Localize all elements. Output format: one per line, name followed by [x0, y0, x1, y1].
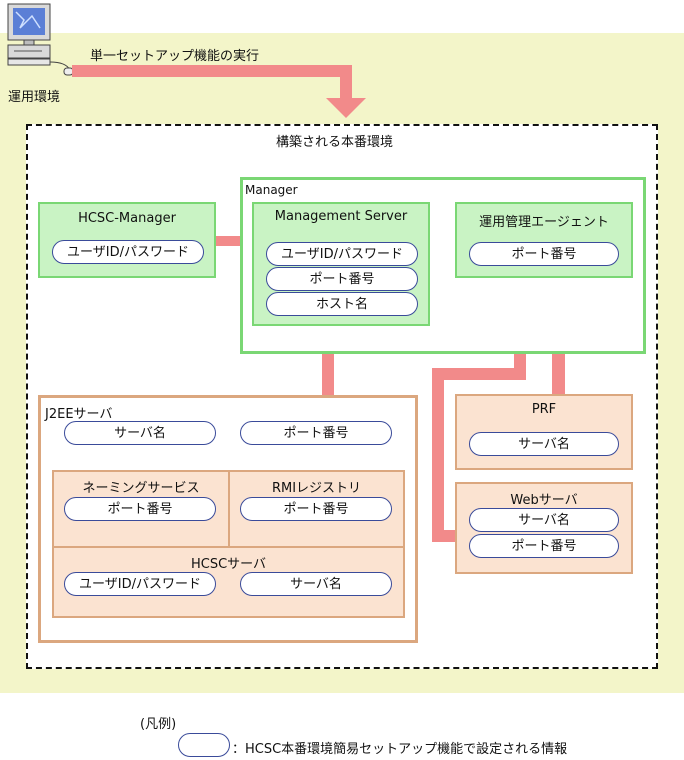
prf-title: PRF: [531, 402, 557, 417]
rmi-registry-title: RMIレジストリ: [271, 481, 362, 496]
rmi-port-field: ポート番号: [240, 497, 392, 521]
hcsc-server-userid-field: ユーザID/パスワード: [64, 572, 216, 596]
connector-manager-j2ee: [322, 354, 334, 396]
connector-agent-web-c: [432, 368, 444, 542]
hcsc-manager-title: HCSC-Manager: [78, 211, 176, 226]
j2ee-title: J2EEサーバ: [45, 407, 113, 422]
production-title: 構築される本番環境: [276, 135, 394, 150]
j2ee-port-field: ポート番号: [240, 421, 392, 445]
hcsc-server-title: HCSCサーバ: [190, 557, 267, 572]
agent-port-field: ポート番号: [469, 242, 619, 266]
setup-arrow-head: [326, 98, 366, 118]
manager-title: Manager: [245, 183, 298, 197]
agent-title: 運用管理エージェント: [479, 215, 609, 230]
connector-hcsc-ms: [216, 236, 252, 246]
naming-service-title: ネーミングサービス: [82, 481, 200, 496]
naming-port-field: ポート番号: [64, 497, 216, 521]
web-servername-field: サーバ名: [469, 508, 619, 532]
prf-servername-field: サーバ名: [469, 432, 619, 456]
ms-port-field: ポート番号: [266, 267, 418, 291]
legend-title: (凡例): [140, 717, 177, 732]
env-label: 運用環境: [8, 90, 61, 105]
setup-arrow-v: [340, 65, 352, 100]
hcsc-manager-userid-field: ユーザID/パスワード: [52, 240, 204, 264]
web-port-field: ポート番号: [469, 534, 619, 558]
web-server-title: Webサーバ: [510, 493, 578, 508]
connector-agent-web-d: [432, 530, 456, 542]
legend-pill-sample: [178, 733, 230, 757]
legend-text: ：HCSC本番環境簡易セットアップ機能で設定される情報: [232, 742, 568, 757]
computer-icon: [6, 2, 76, 82]
connector-agent-web-b: [432, 368, 526, 380]
action-label: 単一セットアップ機能の実行: [90, 49, 260, 64]
ms-host-field: ホスト名: [266, 292, 418, 316]
setup-arrow-h: [72, 65, 352, 77]
management-server-title: Management Server: [274, 209, 408, 224]
j2ee-servername-field: サーバ名: [64, 421, 216, 445]
ms-userid-field: ユーザID/パスワード: [266, 242, 418, 266]
hcsc-server-servername-field: サーバ名: [240, 572, 392, 596]
